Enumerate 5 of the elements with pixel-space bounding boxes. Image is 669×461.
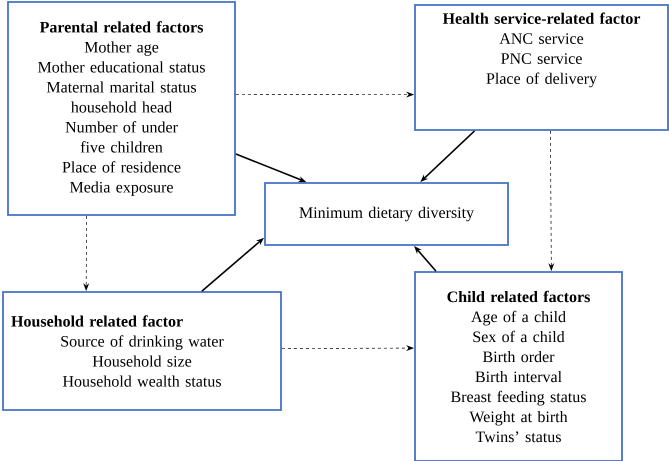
factor-box: Household related factor Source of drinking water Household size Household wealth status xyxy=(2,291,282,411)
outcome-box: Minimum dietary diversity xyxy=(264,182,509,246)
factor-box: Parental related factors Mother age Mother educational status Maternal marital status household head Number of under five children Place of residence Media exposure xyxy=(7,1,236,216)
factor-box: Child related factors Age of a child Sex of a child Birth order Birth interval Breast feeding status Weight at birth Twins’ status xyxy=(414,271,623,461)
factor-box: Health service-related factor ANC service PNC service Place of delivery xyxy=(414,4,669,131)
